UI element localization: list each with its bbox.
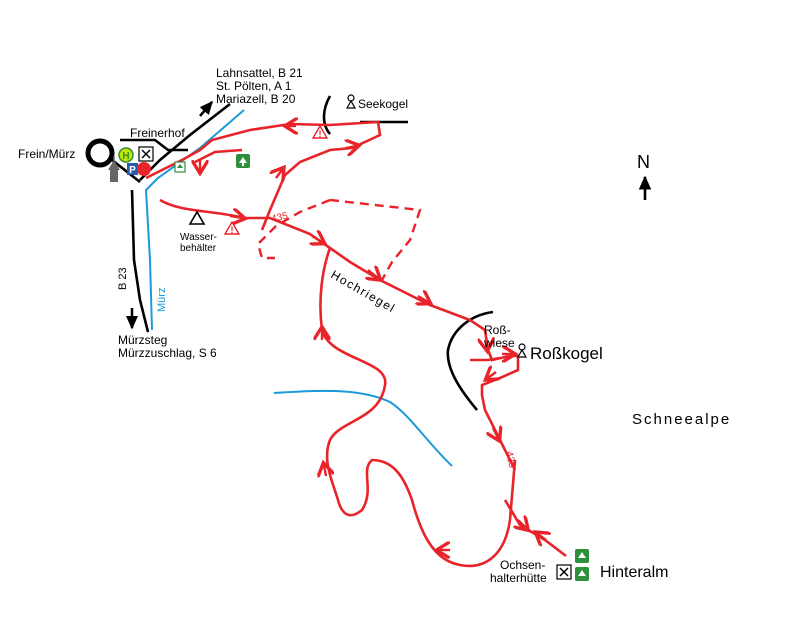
roads	[111, 95, 494, 411]
label-lahnsattel: Lahnsattel, B 21	[216, 66, 303, 80]
rivers	[144, 109, 453, 467]
town-ring-icon	[85, 138, 115, 168]
arrow-2	[346, 146, 356, 148]
label-rosswiese-2: wiese	[483, 336, 515, 350]
hut-icon-hinteralm-bottom	[575, 567, 589, 581]
trail-dashed-loop	[256, 198, 422, 281]
label-ochsen-1: Ochsen-	[500, 558, 545, 572]
hut-icon-hinteralm-top	[575, 549, 589, 563]
hut-icon-upper	[236, 154, 250, 168]
arrow-north-road	[199, 100, 213, 117]
trail-hochriegel-descent	[319, 247, 517, 568]
label-freinerhof: Freinerhof	[130, 126, 185, 140]
road-b23	[130, 189, 150, 333]
church-icon	[108, 156, 120, 182]
arrow-6	[312, 236, 322, 242]
trail-upper-loop	[145, 120, 382, 231]
arrow-15	[493, 428, 498, 438]
label-rosswiese-1: Roß-	[484, 323, 511, 337]
trail-upper-west	[194, 148, 243, 164]
label-trail-435-b: 435	[503, 450, 517, 469]
label-stpoelten: St. Pölten, A 1	[216, 79, 292, 93]
road-ring-link	[111, 158, 141, 184]
label-trail-435-a: 435	[270, 211, 289, 225]
parking-icon: P	[127, 163, 138, 176]
trails-dashed	[256, 198, 422, 281]
arrow-16	[518, 520, 526, 528]
summit-icon-rosskogel	[516, 343, 528, 358]
svg-text:H: H	[122, 151, 129, 162]
label-rosskogel: Roßkogel	[530, 344, 603, 363]
label-north: N	[637, 152, 650, 172]
label-wasser-1: Wasser-	[180, 232, 217, 243]
label-wasser-2: behälter	[180, 243, 217, 254]
arrow-12	[486, 338, 487, 348]
label-frein: Frein/Mürz	[18, 147, 75, 161]
bus-stop-icon: H	[118, 147, 134, 163]
arrow-8	[418, 296, 428, 302]
arrow-7	[368, 270, 378, 278]
label-muerz-river: Mürz	[156, 288, 168, 312]
label-muerzsteg: Mürzsteg	[118, 333, 167, 347]
trail-rosskogel-spur	[470, 356, 501, 362]
label-schneealpe: Schneealpe	[632, 411, 731, 428]
arrow-14	[488, 372, 496, 378]
muerz-river	[144, 109, 245, 331]
arrow-10	[324, 466, 326, 476]
summit-icon-seekogel	[345, 94, 357, 109]
label-hochriegel: Hochriegel	[329, 267, 399, 315]
arrow-17	[538, 534, 546, 540]
start-point-icon	[137, 162, 151, 176]
label-muerzzuschlag: Mürzzuschlag, S 6	[118, 346, 217, 360]
svg-text:!: !	[231, 225, 234, 235]
trail-hinteralm	[503, 499, 567, 558]
water-tank-icon	[188, 210, 206, 225]
svg-text:P: P	[129, 165, 136, 176]
label-mariazell: Mariazell, B 20	[216, 92, 296, 106]
restaurant-icon-ochsenhalter	[556, 564, 572, 580]
label-seekogel: Seekogel	[358, 97, 408, 111]
label-b23: B 23	[117, 267, 129, 290]
restaurant-icon	[138, 146, 154, 162]
trail-direction-arrows	[200, 126, 546, 550]
arrow-5	[229, 216, 242, 218]
arrow-3	[276, 170, 282, 178]
danger-icon-lower: !	[223, 220, 241, 235]
road-rosskogel-arc	[446, 310, 494, 411]
danger-icon-upper: !	[311, 124, 329, 139]
road-seekogel-a	[322, 95, 332, 135]
shelter-icon-small	[174, 161, 186, 173]
label-hinteralm: Hinteralm	[600, 564, 668, 581]
creek-south	[273, 389, 453, 467]
road-freinerhof	[120, 138, 188, 152]
label-ochsen-2: halterhütte	[490, 571, 547, 585]
svg-text:!: !	[319, 129, 322, 139]
